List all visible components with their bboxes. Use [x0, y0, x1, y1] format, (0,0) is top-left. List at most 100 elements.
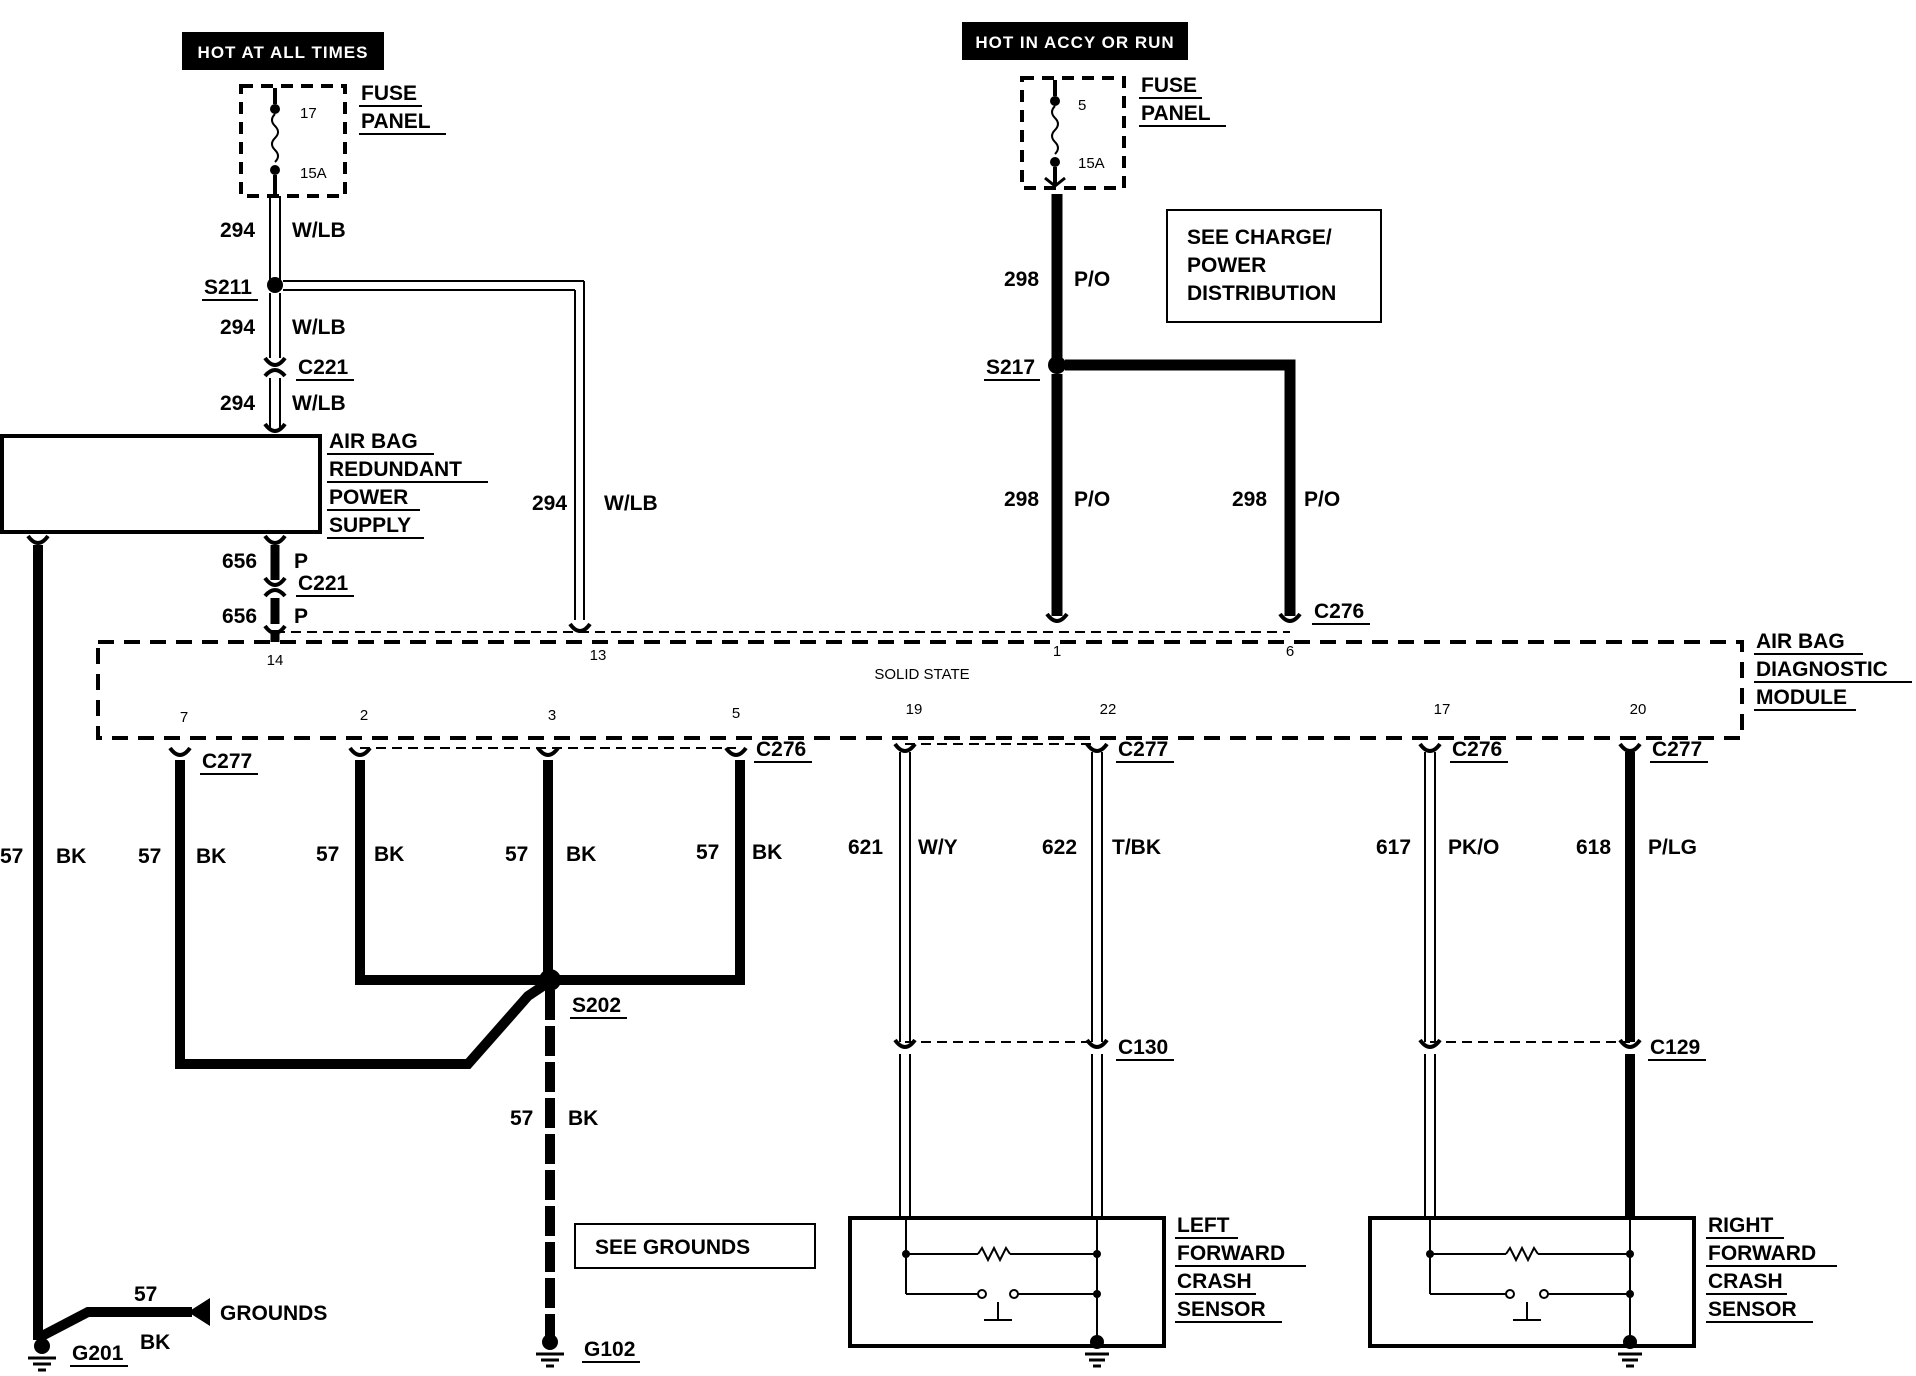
wire-298-color-3: P/O [1304, 488, 1340, 511]
connector-cup [348, 746, 372, 757]
pin-20: 20 [1630, 701, 1647, 718]
left-power-feed: HOT AT ALL TIMES 17 15A FUSE PANEL 294 W… [182, 32, 658, 620]
left-fuse-rating: 15A [300, 165, 327, 182]
splice-s202-label: S202 [572, 994, 621, 1017]
module-label-2: DIAGNOSTIC [1756, 658, 1888, 681]
wire-298-color-2: P/O [1074, 488, 1110, 511]
wire-622-color: T/BK [1112, 836, 1161, 859]
module-center-text: SOLID STATE [874, 666, 969, 683]
right-crash-sensor-circuit: C276 C277 617 PK/O 618 P/LG C129 [1368, 738, 1837, 1368]
wire-57-circuit-b: 57 [138, 845, 161, 868]
wire-617 [1424, 1054, 1436, 1220]
wire-618-circuit: 618 [1576, 836, 1611, 859]
wire-57-color-e: BK [752, 841, 782, 864]
connector-c277-label-a: C277 [202, 750, 252, 773]
diagnostic-module: 14 13 1 6 SOLID STATE 7 2 3 5 19 22 17 2… [96, 612, 1912, 740]
wire-294-segment [269, 293, 281, 358]
switch-contact-icon [1505, 1289, 1515, 1299]
pin-13: 13 [590, 647, 607, 664]
wire-294-circuit-3: 294 [220, 316, 255, 339]
wire-294-circuit-2: 294 [532, 492, 567, 515]
left-crash-sensor-circuit: C277 621 W/Y 622 T/BK C130 [848, 738, 1306, 1368]
resistor-icon [977, 1245, 1011, 1263]
connector-c221-top [263, 356, 287, 367]
see-charge-line-1: SEE CHARGE/ [1187, 226, 1332, 249]
pin-22: 22 [1100, 701, 1117, 718]
wire-294-segment [269, 378, 281, 430]
wire-621-color: W/Y [918, 836, 958, 859]
wire-57-color-c: BK [374, 843, 404, 866]
see-grounds-box [574, 1223, 816, 1269]
wire-621 [899, 1054, 911, 1220]
pin-5: 5 [732, 705, 740, 722]
wire-656-circuit: 656 [222, 550, 257, 573]
wire-298-circuit-2: 298 [1004, 488, 1039, 511]
wire-618-color: P/LG [1648, 836, 1697, 859]
wire-294-color-4: W/LB [292, 392, 346, 415]
wire-57-circuit-e: 57 [696, 841, 719, 864]
see-charge-line-2: POWER [1187, 254, 1266, 277]
wire-57-circuit-g: 57 [134, 1283, 157, 1306]
wire-57-circuit-a: 57 [0, 845, 23, 868]
module-label-1: AIR BAG [1756, 630, 1845, 653]
right-fuse-panel-box [1020, 76, 1126, 190]
see-charge-line-3: DISTRIBUTION [1187, 282, 1336, 305]
ground-g201-terminal [34, 1338, 50, 1354]
ground-icon [536, 1352, 564, 1368]
wire-57-color-g: BK [140, 1331, 170, 1354]
left-crash-sensor-box [848, 1216, 1166, 1348]
left-fuse-panel-label-1: FUSE [361, 82, 417, 105]
fuse-terminal [1050, 96, 1060, 106]
connector-cup [536, 746, 560, 757]
module-label-3: MODULE [1756, 686, 1847, 709]
wire-622-circuit: 622 [1042, 836, 1077, 859]
connector-cup [1618, 742, 1642, 753]
right-power-feed: HOT IN ACCY OR RUN 5 15A FUSE PANEL SEE … [962, 22, 1382, 625]
resistor-icon [1505, 1245, 1539, 1263]
wire-57-color-f: BK [568, 1107, 598, 1130]
right-fuse-panel-label-2: PANEL [1141, 102, 1211, 125]
right-fuse-rating: 15A [1078, 155, 1105, 172]
splice-s211 [267, 277, 283, 293]
ground-g102-label: G102 [584, 1338, 635, 1361]
wire-294-color-3: W/LB [292, 316, 346, 339]
connector-c276-label-b: C276 [1452, 738, 1502, 761]
wire-298-circuit: 298 [1004, 268, 1039, 291]
ground-icon [1085, 1352, 1109, 1368]
connector-c129-label: C129 [1650, 1036, 1700, 1059]
wire-57-circuit-f: 57 [510, 1107, 533, 1130]
wire-621 [899, 752, 911, 1042]
ground-circuit-57: C277 C276 S202 57 BK 57 BK 57 BK 57 BK 5… [28, 738, 816, 1372]
rps-label-1: AIR BAG [329, 430, 418, 453]
fuse-element-icon [271, 113, 279, 163]
wire-298-color: P/O [1074, 268, 1110, 291]
pin-6: 6 [1286, 643, 1294, 660]
connector-cup [263, 534, 287, 545]
left-fuse-number: 17 [300, 105, 317, 122]
hot-at-all-times-label: HOT AT ALL TIMES [198, 43, 369, 62]
right-crash-sensor-box [1368, 1216, 1696, 1348]
pin-7: 7 [180, 709, 188, 726]
connector-c276-top-label: C276 [1314, 600, 1364, 623]
pin-14: 14 [267, 652, 284, 669]
right-sensor-label-3: CRASH [1708, 1270, 1783, 1293]
splice-s217-label: S217 [986, 356, 1035, 379]
wire-656-circuit-2: 656 [222, 605, 257, 628]
left-sensor-label-2: FORWARD [1177, 1242, 1285, 1265]
hot-in-accy-box [962, 22, 1188, 60]
fuse-terminal [270, 104, 280, 114]
wire-57-color-b: BK [196, 845, 226, 868]
redundant-power-supply: AIR BAG REDUNDANT POWER SUPPLY 656 P C22… [0, 430, 488, 1340]
connector-cup [1418, 742, 1442, 753]
wire-617-circuit: 617 [1376, 836, 1411, 859]
wire-298-circuit-3: 298 [1232, 488, 1267, 511]
redundant-power-supply-box [0, 434, 322, 534]
grounds-arrow-icon [188, 1298, 210, 1326]
wire-57-circuit-c: 57 [316, 843, 339, 866]
pin-17: 17 [1434, 701, 1451, 718]
wire-57-to-grounds [39, 1307, 192, 1341]
fuse-element-icon [1051, 105, 1059, 155]
splice-s211-label: S211 [204, 276, 252, 299]
splice-s217 [1048, 356, 1066, 374]
pin-2: 2 [360, 707, 368, 724]
